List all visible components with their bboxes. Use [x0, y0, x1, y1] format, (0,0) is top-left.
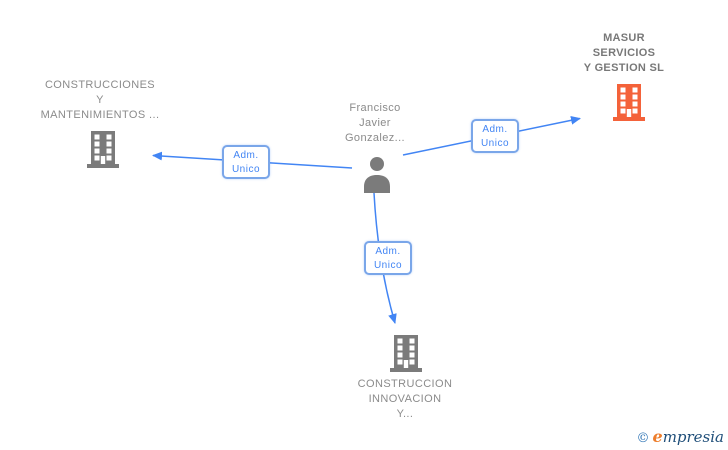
person-name-line: Gonzalez... [344, 132, 406, 144]
brand-text: mpresia [662, 428, 724, 446]
building-icon [613, 84, 645, 121]
company-name-line: MASUR [603, 32, 645, 44]
company-name-line: INNOVACION [368, 393, 442, 405]
company-name: CONSTRUCCION INNOVACION Y... [330, 377, 480, 422]
company-node-construccion-innovacion[interactable]: CONSTRUCCION INNOVACION Y... [330, 377, 480, 422]
company-name: MASUR SERVICIOS Y GESTION SL [554, 31, 694, 76]
edge-label-adm-unico-bottom[interactable]: Adm. Unico [364, 241, 412, 275]
edge-label-adm-unico-left[interactable]: Adm. Unico [222, 145, 270, 179]
edge-label-line: Unico [480, 138, 510, 149]
edge-label-line: Unico [373, 260, 403, 271]
company-name-line: SERVICIOS [592, 47, 656, 59]
edge-label-adm-unico-right[interactable]: Adm. Unico [471, 119, 519, 153]
company-node-constructiones[interactable]: CONSTRUCCIONES Y MANTENIMIENTOS ... [20, 78, 180, 123]
empresia-watermark: ©empresia [637, 427, 725, 446]
edge-label-line: Adm. [233, 150, 259, 161]
company-name-line: CONSTRUCCIONES [44, 79, 156, 91]
company-name: CONSTRUCCIONES Y MANTENIMIENTOS ... [20, 78, 180, 123]
edge-label-line: Unico [231, 164, 261, 175]
person-node-francisco[interactable]: Francisco Javier Gonzalez... [315, 101, 435, 146]
building-icon [390, 335, 422, 372]
brand-letter-e: e [652, 427, 663, 446]
person-icon [364, 157, 390, 193]
company-name-line: CONSTRUCCION [357, 378, 453, 390]
copyright-icon: © [636, 431, 650, 446]
edge-label-line: Adm. [482, 124, 508, 135]
person-name: Francisco Javier Gonzalez... [315, 101, 435, 146]
company-node-masur[interactable]: MASUR SERVICIOS Y GESTION SL [554, 31, 694, 76]
company-name-line: MANTENIMIENTOS ... [40, 109, 160, 121]
edge-label-line: Adm. [375, 246, 401, 257]
building-icon [87, 131, 119, 168]
company-name-line: Y GESTION SL [583, 62, 665, 74]
company-name-line: Y... [396, 408, 414, 420]
person-name-line: Javier [359, 117, 391, 129]
person-name-line: Francisco [349, 102, 401, 114]
company-name-line: Y [96, 94, 104, 106]
